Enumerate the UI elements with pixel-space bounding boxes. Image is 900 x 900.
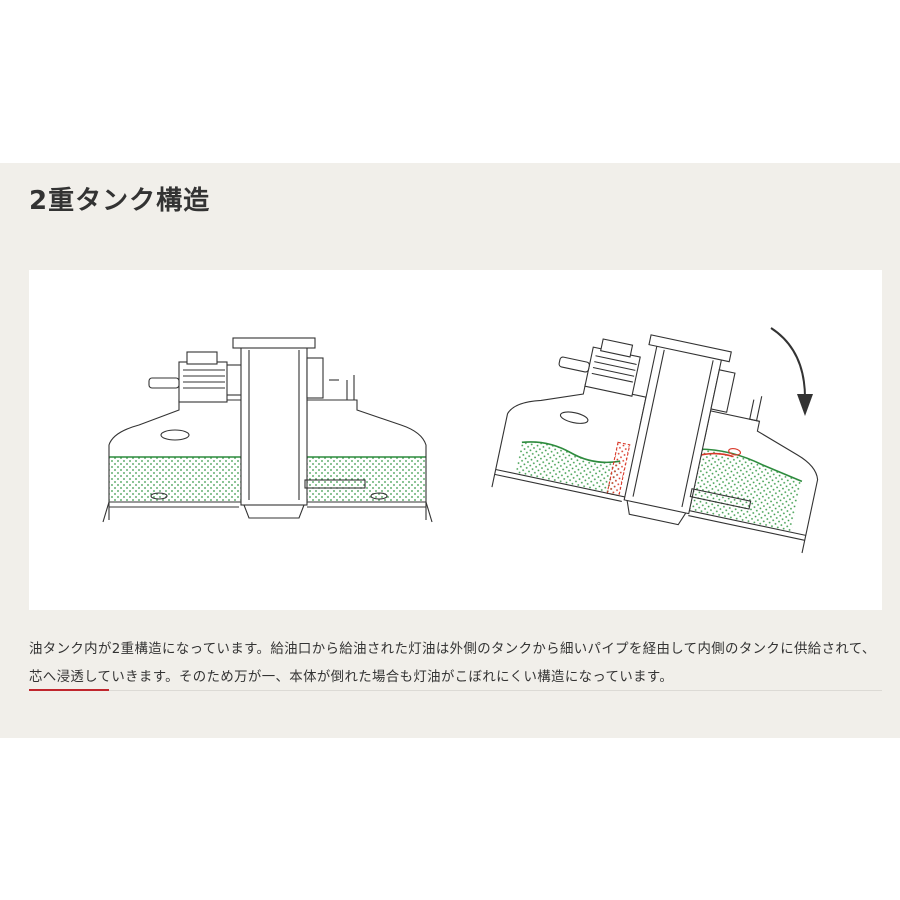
divider: [29, 690, 882, 691]
control-knob: [148, 377, 180, 389]
double-tank-diagram: [102, 327, 819, 554]
tilted-heater: [491, 334, 819, 554]
diagram-panel: [29, 270, 882, 610]
section-description: 油タンク内が2重構造になっています。給油口から給油された灯油は外側のタンクから細…: [29, 642, 876, 685]
outer-tank-fuel-tilted: [515, 441, 621, 495]
wick-column: [240, 344, 308, 506]
tank-body: [108, 399, 427, 520]
upright-heater: [102, 337, 433, 523]
section-title: 2重タンク構造: [29, 186, 211, 216]
tilt-arrow-icon: [770, 327, 813, 416]
divider-accent: [29, 689, 109, 691]
